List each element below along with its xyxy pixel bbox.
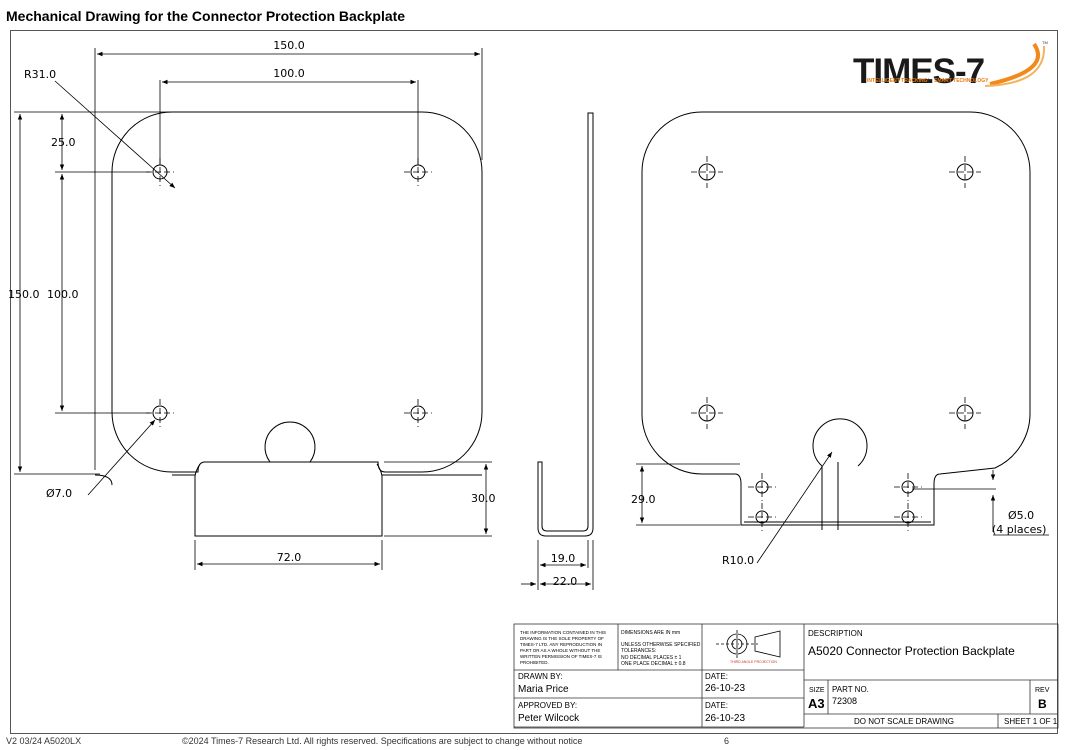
back-hole-centerlines	[691, 156, 981, 531]
notice-line: PART OR AS A WHOLE WITHOUT THE	[520, 648, 600, 653]
front-connector-cutout	[264, 421, 316, 463]
logo-swoosh-accent-icon	[984, 45, 1046, 87]
footer-page-number: 6	[724, 736, 730, 746]
dim-cutout-radius: R10.0	[722, 554, 754, 567]
hole-centerlines	[146, 158, 432, 427]
page-title: Mechanical Drawing for the Connector Pro…	[6, 8, 406, 24]
tolerance-line: ONE PLACE DECIMAL ± 0.8	[621, 661, 686, 667]
back-dimension-lines	[636, 451, 996, 564]
dim-hole-spacing-x: 100.0	[273, 67, 305, 80]
description-value: A5020 Connector Protection Backplate	[808, 644, 1015, 658]
side-view	[537, 112, 594, 537]
approved-by-label: APPROVED BY:	[518, 701, 577, 710]
drawn-by-value: Maria Price	[518, 684, 569, 695]
size-value: A3	[808, 696, 825, 711]
notice-line: THE INFORMATION CONTAINED IN THIS	[520, 630, 606, 635]
approved-by-value: Peter Wilcock	[518, 713, 580, 724]
approved-date-value: 26-10-23	[705, 713, 745, 724]
logo-tagline-b: SMART TECHNOLOGY	[934, 78, 989, 84]
side-dimension-lines	[521, 540, 594, 590]
dim-side-inner: 19.0	[551, 552, 576, 565]
drawn-date-label: DATE:	[705, 672, 728, 681]
notice-line: TIMES-7 LTD. ANY REPRODUCTION IN	[520, 642, 602, 647]
dim-tab-width: 72.0	[277, 551, 302, 564]
tolerance-line: NO DECIMAL PLACES ± 1	[621, 655, 682, 661]
logo-tagline-a: INTELLIGENT TRACKING	[867, 78, 928, 84]
rev-label: REV	[1035, 687, 1050, 694]
logo-tagline-sep: |	[928, 78, 929, 84]
dim-hole-offset-top: 25.0	[51, 136, 76, 149]
dim-side-outer: 22.0	[553, 575, 578, 588]
dims-unit-note: DIMENSIONS ARE IN mm	[621, 630, 680, 636]
rev-value: B	[1038, 697, 1047, 711]
times7-logo: TIMES-7 TM INTELLIGENT TRACKING | SMART …	[853, 40, 1048, 91]
logo-trademark: TM	[1042, 40, 1048, 45]
footer-copyright: ©2024 Times-7 Research Ltd. All rights r…	[182, 736, 583, 746]
dim-small-hole: Ø5.0	[1008, 509, 1034, 522]
front-view	[94, 111, 483, 537]
front-dimension-lines	[14, 48, 492, 570]
back-channel	[744, 462, 931, 530]
dim-small-hole-qty: (4 places)	[992, 523, 1046, 536]
side-profile	[537, 112, 594, 537]
dim-tab-height: 30.0	[471, 492, 496, 505]
title-block-grid	[513, 623, 1059, 729]
projection-note: THIRD ANGLE PROJECTION	[730, 660, 777, 664]
dim-overall-width: 150.0	[273, 39, 305, 52]
logo-wordmark: TIMES-7	[853, 52, 984, 91]
notice-line: PROHIBITED.	[520, 660, 549, 665]
drawn-date-value: 26-10-23	[705, 683, 745, 694]
back-mounting-holes	[698, 163, 974, 524]
drawn-by-label: DRAWN BY:	[518, 672, 563, 681]
mounting-holes	[152, 164, 426, 421]
dim-corner-radius: R31.0	[24, 68, 56, 81]
tolerance-line: TOLERANCES:	[621, 648, 656, 654]
tolerance-note: DIMENSIONS ARE IN mm UNLESS OTHERWISE SP…	[621, 630, 701, 667]
footer-version: V2 03/24 A5020LX	[6, 736, 82, 746]
front-plate-outline	[111, 111, 483, 473]
notice-text: THE INFORMATION CONTAINED IN THIS DRAWIN…	[520, 630, 606, 665]
part-no-value: 72308	[832, 696, 857, 706]
scale-note: DO NOT SCALE DRAWING	[854, 717, 954, 726]
description-label: DESCRIPTION	[808, 629, 863, 638]
part-no-label: PART NO.	[832, 685, 869, 694]
logo-swoosh-icon	[989, 42, 1040, 86]
projection-symbol-icon	[716, 630, 781, 658]
drawing-sheet-border	[10, 30, 1058, 734]
approved-date-label: DATE:	[705, 701, 728, 710]
size-label: SIZE	[809, 687, 825, 694]
dim-hole-spacing-y: 100.0	[47, 288, 79, 301]
dim-overall-height: 150.0	[8, 288, 40, 301]
back-plate-outline	[641, 111, 1031, 526]
dim-hole-diameter: Ø7.0	[46, 487, 72, 500]
back-connector-cutout	[812, 418, 868, 467]
front-dimension-labels: 150.0 100.0 R31.0 25.0 150.0 100.0 Ø7.0 …	[8, 39, 496, 564]
front-bent-tab	[94, 463, 383, 537]
dim-back-tab-height: 29.0	[631, 493, 656, 506]
sheet-info: SHEET 1 OF 1	[1004, 717, 1058, 726]
notice-line: DRAWING IS THE SOLE PROPERTY OF	[520, 636, 604, 641]
notice-line: WRITTEN PERMISSION OF TIMES-7 IS	[520, 654, 602, 659]
tolerance-line: UNLESS OTHERWISE SPECIFIED	[621, 642, 701, 648]
back-view	[641, 111, 1031, 531]
